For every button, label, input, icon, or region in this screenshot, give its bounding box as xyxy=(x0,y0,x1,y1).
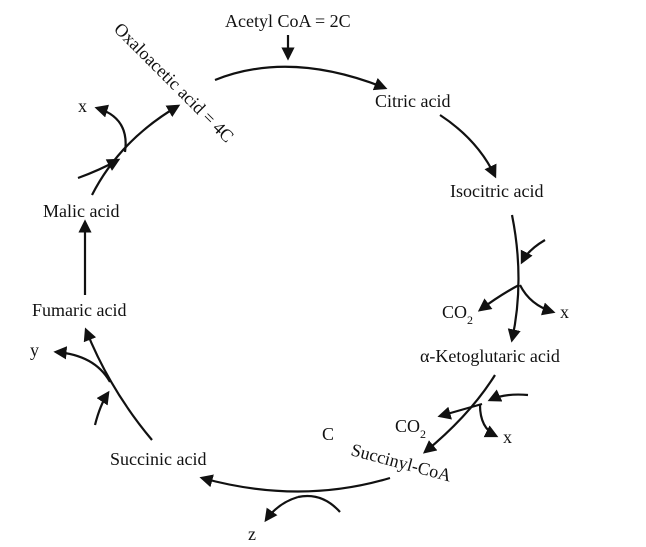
x-label-1: x xyxy=(560,302,569,322)
z-label: z xyxy=(248,524,256,544)
malic-acid-label: Malic acid xyxy=(43,201,119,221)
x-out-arrow-2 xyxy=(478,404,499,438)
isocitric-acid-label: Isocitric acid xyxy=(450,181,543,201)
cofactor-in-arrow-5 xyxy=(77,158,121,180)
oxaloacetic-acid-label: Oxaloacetic acid = 4C xyxy=(110,19,238,147)
arrow-succinic-to-fumaric xyxy=(83,327,153,441)
z-out-arrow xyxy=(264,495,299,523)
y-label: y xyxy=(30,340,39,360)
y-out-arrow xyxy=(53,346,111,383)
cofactor-in-arrow-2 xyxy=(487,389,529,402)
x-out-arrow-1 xyxy=(519,284,556,316)
arrow-citric-to-isocitric xyxy=(439,114,497,179)
co2-label-2: CO2 xyxy=(395,416,426,441)
ketoglutaric-acid-label: α-Ketoglutaric acid xyxy=(420,346,560,366)
citric-acid-label: Citric acid xyxy=(375,91,450,111)
arrow-succinyl-to-succinic xyxy=(199,474,391,493)
arrow-malic-to-oxaloacetic xyxy=(91,104,181,196)
c-label: C xyxy=(322,424,334,444)
acetyl-coa-label: Acetyl CoA = 2C xyxy=(225,11,351,31)
arrow-oxaloacetic-to-citric xyxy=(214,65,388,91)
cofactor-in-arrow-1 xyxy=(520,239,546,265)
arrow-isocitric-to-ketoglutaric xyxy=(507,214,521,343)
co2-out-arrow-1 xyxy=(477,284,520,312)
co2-out-arrow-2 xyxy=(437,402,483,420)
cofactor-in-line-3 xyxy=(297,494,341,513)
arrow-ketoglutaric-to-succinyl xyxy=(422,374,496,454)
succinic-acid-label: Succinic acid xyxy=(110,449,206,469)
x-out-arrow-3 xyxy=(94,104,127,153)
succinyl-coa-label: Succinyl-CoA xyxy=(349,440,454,486)
x-label-2: x xyxy=(503,427,512,447)
co2-label-1: CO2 xyxy=(442,302,473,327)
cofactor-in-arrow-4 xyxy=(93,390,110,426)
fumaric-acid-label: Fumaric acid xyxy=(32,300,126,320)
x-label-3: x xyxy=(78,96,87,116)
